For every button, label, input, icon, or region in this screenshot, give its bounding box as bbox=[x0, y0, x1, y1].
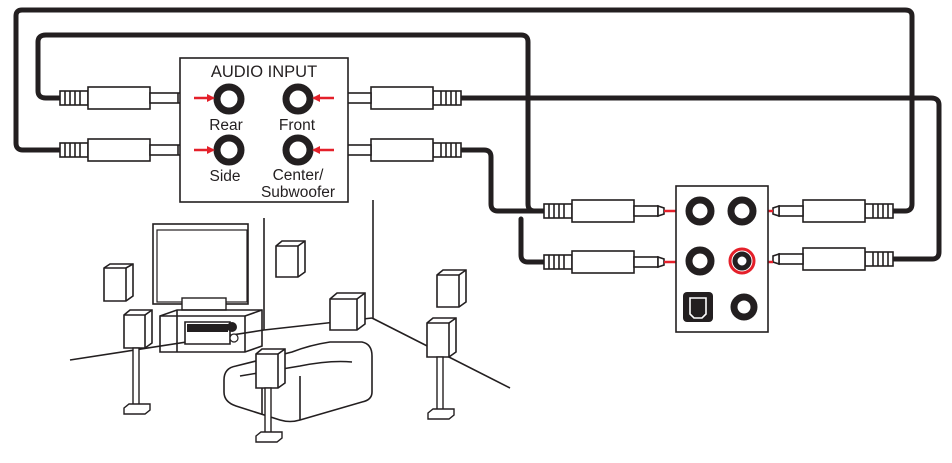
cable-front bbox=[458, 95, 942, 262]
speaker-tower-left bbox=[123, 309, 153, 415]
audio-input-panel: AUDIO INPUT Rear Front Side Center/ Subw… bbox=[179, 57, 349, 203]
cables bbox=[13, 7, 942, 265]
jack-front bbox=[282, 83, 314, 115]
plug-panel-bottom-left bbox=[543, 250, 665, 274]
audio-jack-icon bbox=[213, 83, 245, 115]
panel-title: AUDIO INPUT bbox=[211, 63, 317, 81]
audio-jack-icon bbox=[685, 196, 715, 226]
plug-panel-bottom-right bbox=[772, 247, 894, 271]
label-front: Front bbox=[279, 117, 316, 134]
label-rear: Rear bbox=[209, 117, 243, 134]
rear-audio-panel bbox=[675, 185, 769, 333]
audio-jack-icon bbox=[282, 83, 314, 115]
audio-jack-icon bbox=[728, 247, 756, 275]
speaker-front-left bbox=[103, 263, 134, 302]
cable-rear bbox=[13, 7, 915, 214]
audio-jack-icon bbox=[282, 134, 314, 166]
plug-front bbox=[326, 86, 462, 110]
room-illustration bbox=[69, 200, 511, 443]
speaker-center bbox=[329, 292, 366, 331]
label-center: Center/ bbox=[273, 167, 325, 184]
cable-lower bbox=[518, 216, 547, 265]
jack-center-subwoofer bbox=[282, 134, 314, 166]
spdif-optical-icon bbox=[683, 292, 713, 322]
jack-side bbox=[213, 134, 245, 166]
sofa-icon bbox=[223, 341, 373, 423]
speaker-surround bbox=[255, 348, 286, 443]
speaker-rear-wall bbox=[275, 240, 306, 278]
audio-jack-icon bbox=[685, 246, 715, 276]
tv-icon bbox=[152, 223, 249, 311]
tv-stand bbox=[159, 309, 263, 353]
plug-panel-top-left bbox=[543, 199, 665, 223]
audio-jack-icon bbox=[727, 196, 757, 226]
cable-center bbox=[458, 147, 547, 214]
jack-rear bbox=[213, 83, 245, 115]
audio-jack-icon bbox=[730, 293, 758, 321]
audio-jack-icon bbox=[213, 134, 245, 166]
speaker-tower-right-top bbox=[436, 269, 467, 308]
label-subwoofer: Subwoofer bbox=[261, 184, 335, 201]
cable-side bbox=[35, 32, 547, 214]
plug-side bbox=[59, 138, 195, 162]
label-side: Side bbox=[209, 168, 240, 185]
plug-panel-top-right bbox=[772, 199, 894, 223]
plug-rear bbox=[59, 86, 195, 110]
speaker-tower-right bbox=[426, 317, 457, 420]
